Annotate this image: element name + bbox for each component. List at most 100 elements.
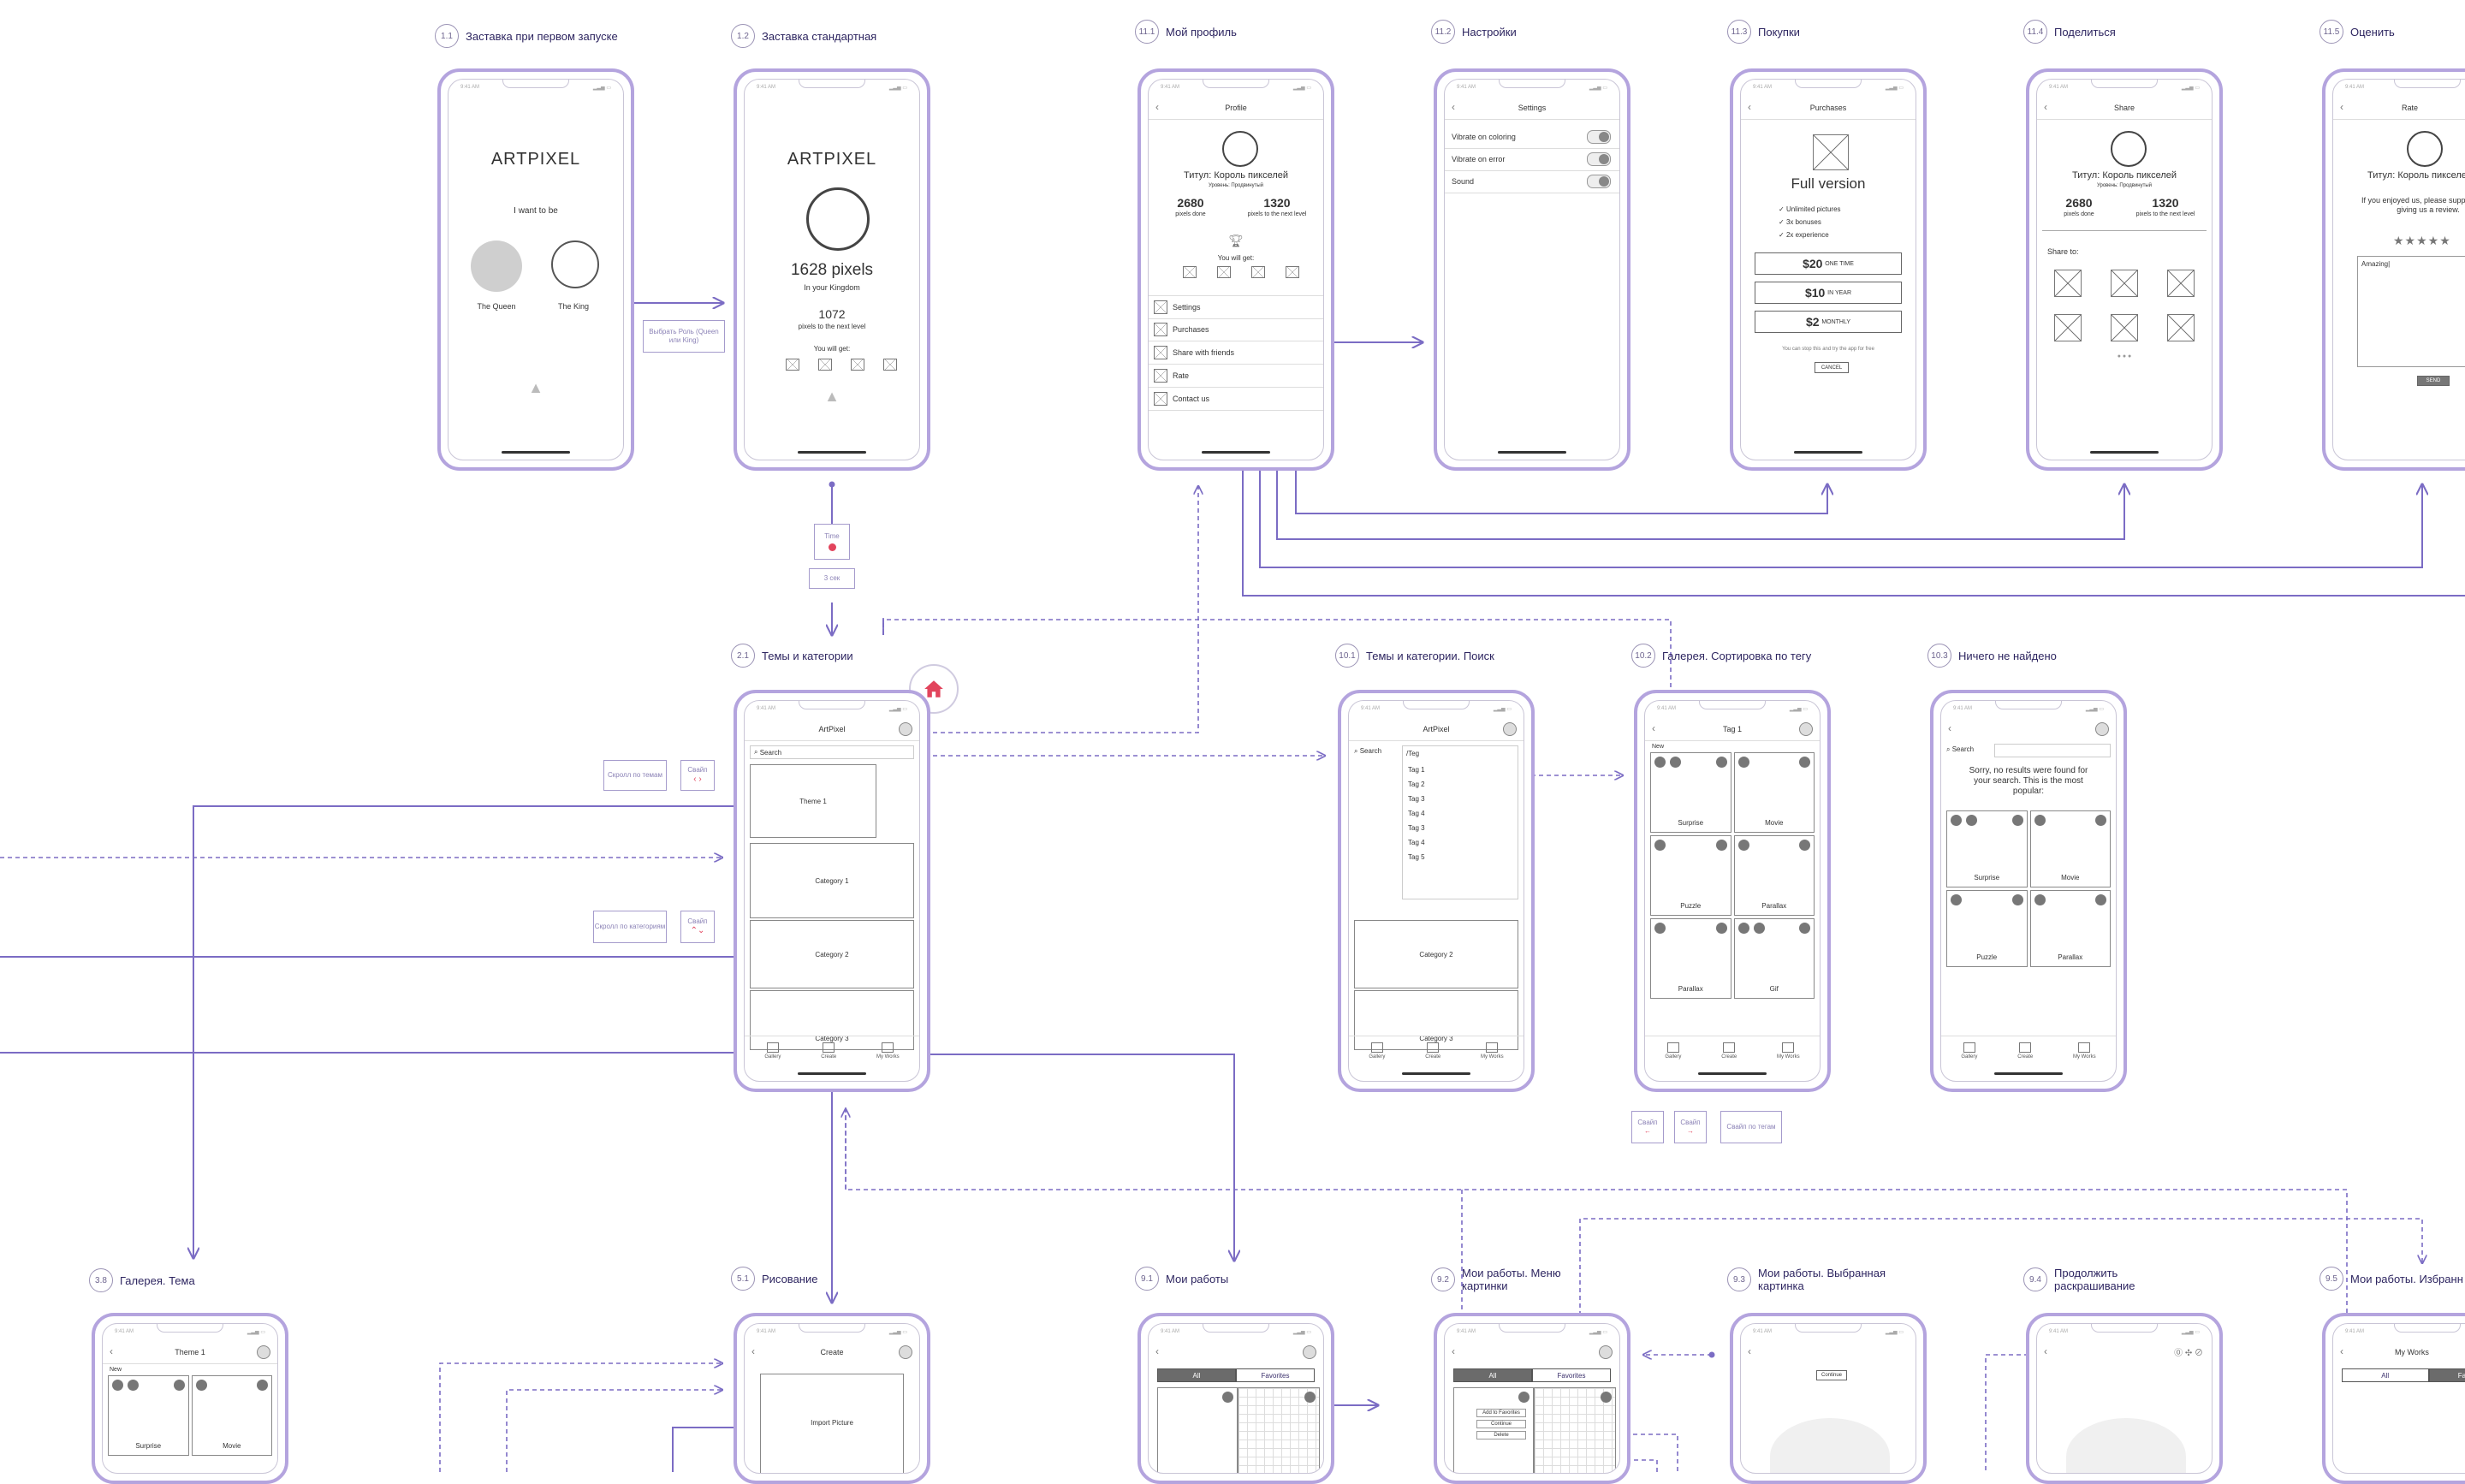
gallery-item[interactable]: Parallax: [2030, 890, 2112, 967]
toggle-switch[interactable]: [1587, 152, 1611, 166]
menu-settings[interactable]: Settings: [1149, 295, 1323, 319]
avatar-icon[interactable]: [257, 1345, 270, 1359]
star-rating[interactable]: ★★★★★: [2393, 234, 2451, 248]
tab-create[interactable]: Create: [1721, 1042, 1737, 1060]
work-item[interactable]: [1238, 1387, 1320, 1474]
delete-button[interactable]: Delete: [1476, 1431, 1526, 1439]
tag-option[interactable]: Tag 4: [1403, 835, 1518, 850]
tag-option[interactable]: Tag 3: [1403, 792, 1518, 806]
back-icon[interactable]: ‹: [2044, 1345, 2047, 1357]
avatar-icon[interactable]: [1503, 722, 1517, 736]
review-input[interactable]: Amazing|: [2357, 256, 2465, 367]
menu-purchases[interactable]: Purchases: [1149, 318, 1323, 341]
share-option[interactable]: [2054, 270, 2082, 297]
import-picture-button[interactable]: Import Picture: [760, 1374, 904, 1474]
tab-favorites[interactable]: Favorites: [2429, 1368, 2465, 1382]
category-card[interactable]: Category 2: [750, 920, 914, 988]
tab-gallery[interactable]: Gallery: [1369, 1042, 1385, 1060]
king-avatar-icon[interactable]: [551, 240, 599, 288]
tab-gallery[interactable]: Gallery: [1665, 1042, 1681, 1060]
tag-dropdown[interactable]: /Teg Tag 1 Tag 2 Tag 3 Tag 4 Tag 3 Tag 4…: [1402, 745, 1518, 899]
back-icon[interactable]: ‹: [2340, 1345, 2343, 1357]
tab-gallery[interactable]: Gallery: [764, 1042, 781, 1060]
back-icon[interactable]: ‹: [1652, 722, 1655, 734]
menu-rate[interactable]: Rate: [1149, 365, 1323, 388]
continue-button[interactable]: Continue: [1476, 1420, 1526, 1428]
gallery-item[interactable]: Surprise: [1650, 752, 1731, 833]
work-item[interactable]: [1157, 1387, 1238, 1474]
back-icon[interactable]: ‹: [1748, 1345, 1751, 1357]
continue-button[interactable]: Continue: [1816, 1370, 1847, 1380]
share-option[interactable]: [2167, 270, 2195, 297]
pager-dots[interactable]: ● ● ●: [2037, 353, 2212, 359]
back-icon[interactable]: ‹: [1948, 722, 1951, 734]
search-input[interactable]: ⌕ Search: [750, 745, 914, 759]
price-year-button[interactable]: $10 IN YEAR: [1755, 282, 1902, 304]
tab-my-works[interactable]: My Works: [1777, 1042, 1800, 1060]
back-icon[interactable]: ‹: [1748, 101, 1751, 113]
tag-option[interactable]: Tag 5: [1403, 850, 1518, 864]
tab-create[interactable]: Create: [821, 1042, 836, 1060]
gallery-item[interactable]: Movie: [192, 1375, 273, 1456]
tab-create[interactable]: Create: [1425, 1042, 1440, 1060]
share-option[interactable]: [2054, 314, 2082, 341]
search-query[interactable]: /Teg: [1403, 746, 1518, 763]
menu-contact[interactable]: Contact us: [1149, 388, 1323, 411]
back-icon[interactable]: ‹: [751, 1345, 755, 1357]
share-option[interactable]: [2167, 314, 2195, 341]
toggle-switch[interactable]: [1587, 175, 1611, 188]
gallery-item[interactable]: Puzzle: [1650, 835, 1731, 916]
back-icon[interactable]: ‹: [1452, 1345, 1455, 1357]
tab-favorites[interactable]: Favorites: [1532, 1368, 1611, 1382]
gallery-item[interactable]: Parallax: [1650, 918, 1731, 999]
queen-avatar-icon[interactable]: [471, 240, 522, 292]
picture-canvas[interactable]: [2066, 1418, 2186, 1474]
add-favorites-button[interactable]: Add to Favorites: [1476, 1409, 1526, 1417]
avatar-icon[interactable]: [1303, 1345, 1316, 1359]
work-item[interactable]: [1534, 1387, 1616, 1474]
gallery-item[interactable]: Movie: [1734, 752, 1815, 833]
avatar-icon[interactable]: [2095, 722, 2109, 736]
toolbar-icons[interactable]: ⓪ ✣ ⊘: [2174, 1345, 2203, 1358]
back-icon[interactable]: ‹: [1155, 101, 1159, 113]
gallery-item[interactable]: Puzzle: [1946, 890, 2028, 967]
gallery-item[interactable]: Movie: [2030, 810, 2112, 887]
gallery-item[interactable]: Surprise: [1946, 810, 2028, 887]
send-button[interactable]: SEND: [2417, 376, 2450, 386]
price-one-time-button[interactable]: $20 ONE TIME: [1755, 252, 1902, 275]
tab-favorites[interactable]: Favorites: [1236, 1368, 1315, 1382]
price-monthly-button[interactable]: $2 MONTHLY: [1755, 311, 1902, 333]
tab-my-works[interactable]: My Works: [1481, 1042, 1504, 1060]
category-card[interactable]: Category 1: [750, 843, 914, 918]
tab-create[interactable]: Create: [2017, 1042, 2033, 1060]
category-card[interactable]: Category 2: [1354, 920, 1518, 988]
tab-all[interactable]: All: [1453, 1368, 1532, 1382]
avatar-icon[interactable]: [899, 1345, 912, 1359]
tab-all[interactable]: All: [1157, 1368, 1236, 1382]
toggle-switch[interactable]: [1587, 130, 1611, 144]
tab-all[interactable]: All: [2342, 1368, 2429, 1382]
setting-vibrate-coloring[interactable]: Vibrate on coloring: [1445, 126, 1619, 149]
tag-option[interactable]: Tag 2: [1403, 777, 1518, 792]
gallery-item[interactable]: Surprise: [108, 1375, 189, 1456]
setting-sound[interactable]: Sound: [1445, 170, 1619, 193]
tab-gallery[interactable]: Gallery: [1961, 1042, 1977, 1060]
gallery-item[interactable]: Gif: [1734, 918, 1815, 999]
back-icon[interactable]: ‹: [110, 1345, 113, 1357]
tab-my-works[interactable]: My Works: [2073, 1042, 2096, 1060]
theme-card[interactable]: Theme 1: [750, 764, 876, 838]
gallery-item[interactable]: Parallax: [1734, 835, 1815, 916]
share-option[interactable]: [2111, 270, 2138, 297]
avatar-icon[interactable]: [1799, 722, 1813, 736]
cancel-button[interactable]: CANCEL: [1815, 362, 1849, 373]
tag-option[interactable]: Tag 3: [1403, 821, 1518, 835]
tag-option[interactable]: Tag 4: [1403, 806, 1518, 821]
share-option[interactable]: [2111, 314, 2138, 341]
back-icon[interactable]: ‹: [2044, 101, 2047, 113]
tab-my-works[interactable]: My Works: [876, 1042, 900, 1060]
setting-vibrate-error[interactable]: Vibrate on error: [1445, 148, 1619, 171]
back-icon[interactable]: ‹: [1452, 101, 1455, 113]
